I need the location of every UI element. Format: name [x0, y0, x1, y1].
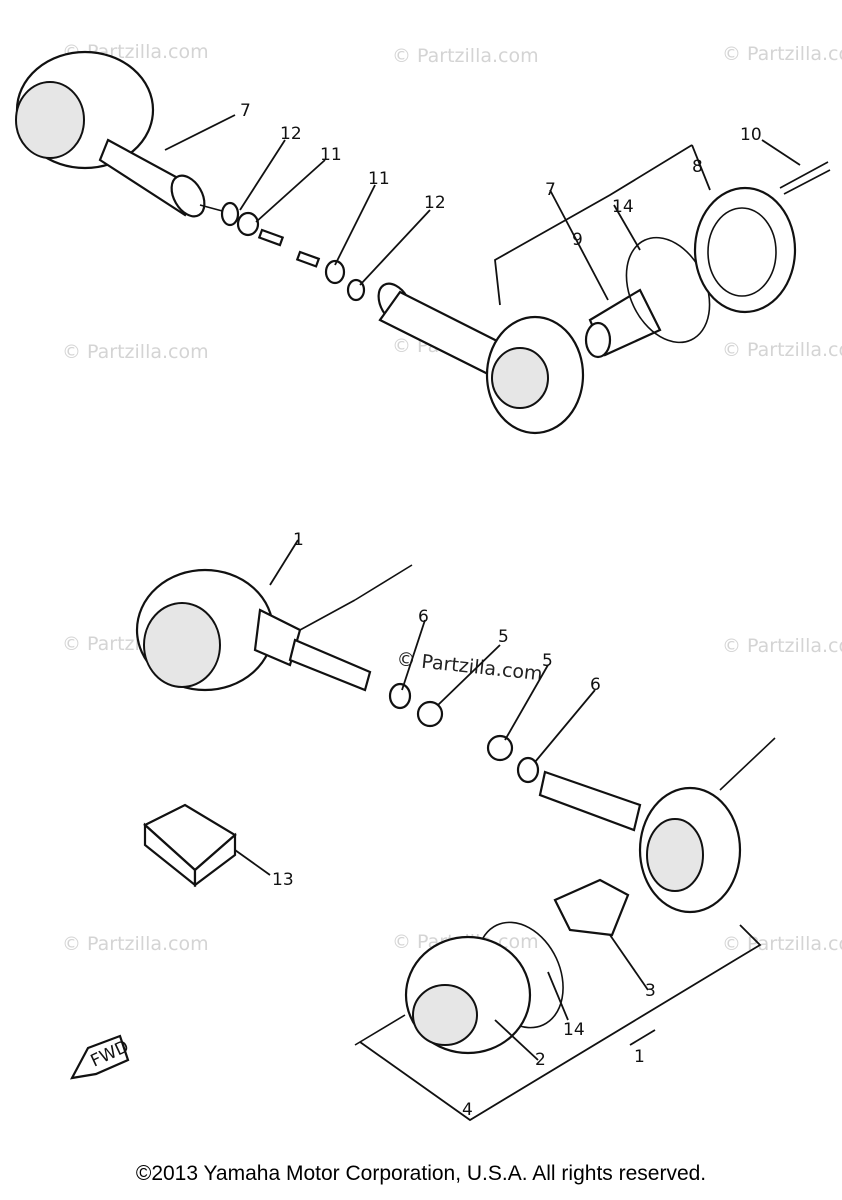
callout-7: 7	[240, 101, 251, 121]
watermark: © Partzilla.com	[62, 341, 209, 363]
bulb	[553, 878, 630, 937]
callout-1: 1	[293, 530, 304, 550]
callout-2: 2	[535, 1050, 546, 1070]
bottom-callouts: 1 6 5 5 6 13 3 14 2 1 4	[272, 530, 656, 1120]
bottom-leader-lines	[234, 539, 762, 1122]
callout-5: 5	[498, 627, 509, 647]
watermark: © Partzilla.com	[722, 43, 842, 65]
callout-1: 1	[634, 1047, 645, 1067]
callout-12: 12	[280, 124, 302, 144]
front-flasher-right	[538, 737, 776, 914]
watermark-center: © Partzilla.com	[395, 648, 543, 685]
lens-and-socket-assembly	[584, 161, 831, 359]
callout-9: 9	[572, 230, 583, 250]
front-nut-washer-left	[388, 682, 444, 728]
callout-13: 13	[272, 870, 294, 890]
watermark: © Partzilla.com	[392, 45, 539, 67]
callout-14: 14	[612, 197, 634, 217]
washer-and-nut-right	[324, 259, 366, 302]
front-flasher-left	[135, 564, 413, 692]
callout-6: 6	[418, 607, 429, 627]
washer-and-nut-left	[220, 201, 321, 268]
callout-8: 8	[692, 157, 703, 177]
callout-11: 11	[320, 145, 342, 165]
callout-14: 14	[563, 1020, 585, 1040]
callout-12: 12	[424, 193, 446, 213]
top-callouts: 7 12 11 11 12 7 14 9 8 10	[240, 101, 762, 250]
front-nut-washer-right	[486, 734, 540, 784]
copyright-notice: ©2013 Yamaha Motor Corporation, U.S.A. A…	[135, 1162, 707, 1185]
lens-assembly	[354, 921, 564, 1055]
rear-flasher-left	[15, 50, 227, 218]
callout-11: 11	[368, 169, 390, 189]
rear-flasher-right	[377, 282, 585, 435]
watermark: © Partzilla.com	[722, 635, 842, 657]
callout-6: 6	[590, 675, 601, 695]
watermark: © Partzilla.com	[62, 933, 209, 955]
callout-7: 7	[545, 180, 556, 200]
watermark: © Partzilla.com	[722, 933, 842, 955]
callout-4: 4	[462, 1100, 473, 1120]
watermark: © Partzilla.com	[722, 339, 842, 361]
callout-5: 5	[542, 651, 553, 671]
callout-10: 10	[740, 125, 762, 145]
exploded-view-drawing: © Partzilla.com © Partzilla.com © Partzi…	[15, 41, 842, 1122]
fwd-arrow: FWD	[69, 1034, 132, 1080]
flasher-relay	[143, 803, 237, 888]
callout-3: 3	[645, 981, 656, 1001]
top-leader-lines	[164, 114, 801, 306]
